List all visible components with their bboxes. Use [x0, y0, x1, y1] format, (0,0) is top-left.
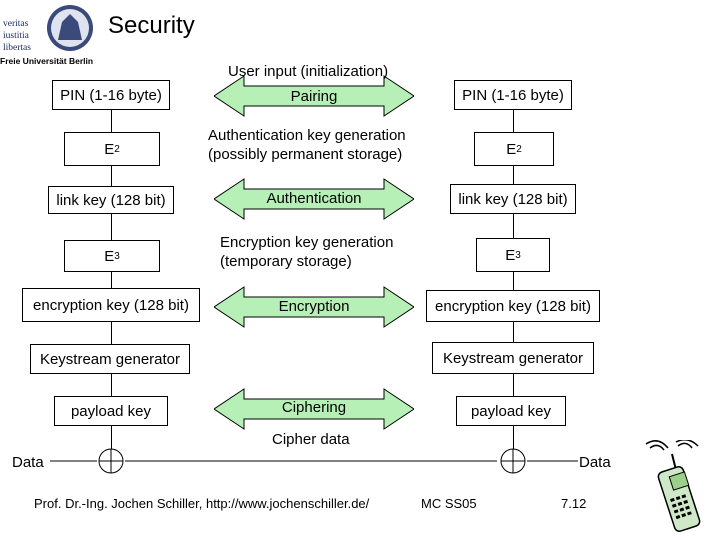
connector-right-2: [513, 166, 514, 184]
connector-right-1: [513, 110, 514, 132]
connector-right-5: [513, 322, 514, 342]
right-payload-key-box: payload key: [456, 396, 566, 426]
logo-motto-line-2: iustitia: [3, 31, 29, 41]
connector-left-3: [111, 214, 112, 240]
left-e3-subscript: 3: [114, 250, 120, 262]
right-e3-label: E: [505, 246, 516, 264]
logo-motto-line-3: libertas: [3, 43, 31, 53]
right-e3-subscript: 3: [515, 249, 521, 261]
slide-title: Security: [108, 12, 195, 39]
right-data-label: Data: [579, 454, 611, 471]
connector-left-4: [111, 272, 112, 292]
left-data-label: Data: [12, 454, 44, 471]
connector-left-1: [111, 110, 112, 132]
data-flow-lines: [50, 460, 578, 462]
left-e2-label: E: [104, 140, 115, 158]
logo-motto: veritas iustitia libertas: [3, 18, 31, 54]
authentication-label: Authentication: [266, 190, 362, 207]
left-pin-box: PIN (1-16 byte): [52, 80, 170, 110]
footer-author: Prof. Dr.-Ing. Jochen Schiller, http://w…: [34, 496, 370, 511]
left-payload-key-box: payload key: [54, 396, 168, 426]
encryption-arrow: [214, 286, 414, 328]
logo-university-name: Freie Universität Berlin: [0, 56, 94, 66]
university-logo: veritas iustitia libertas Freie Universi…: [0, 0, 94, 66]
enc-note-line-1: Encryption key generation: [220, 234, 394, 251]
connector-right-6: [513, 374, 514, 396]
cipher-data-label: Cipher data: [272, 431, 350, 448]
right-e2-subscript: 2: [516, 143, 522, 155]
footer-course: MC SS05: [421, 496, 477, 511]
left-e3-label: E: [104, 247, 115, 265]
auth-note-line-1: Authentication key generation: [208, 127, 406, 144]
right-pin-box: PIN (1-16 byte): [454, 80, 572, 110]
enc-note-line-2: (temporary storage): [220, 253, 352, 270]
pairing-arrow: [214, 75, 414, 117]
connector-right-7: [513, 426, 514, 450]
connector-right-4: [513, 272, 514, 290]
left-encryption-key-box: encryption key (128 bit): [22, 288, 200, 322]
left-keystream-box: Keystream generator: [30, 344, 190, 374]
connector-left-6: [111, 374, 112, 396]
right-link-key-box: link key (128 bit): [450, 184, 576, 214]
connector-left-5: [111, 322, 112, 344]
ciphering-arrow: [214, 388, 414, 430]
right-encryption-key-box: encryption key (128 bit): [426, 290, 600, 322]
logo-graphic: [0, 2, 93, 54]
left-e2-subscript: 2: [114, 143, 120, 155]
pairing-label: Pairing: [290, 88, 338, 105]
right-keystream-box: Keystream generator: [432, 342, 594, 374]
mobile-phone-icon: [645, 440, 701, 532]
connector-right-3: [513, 214, 514, 238]
logo-motto-line-1: veritas: [3, 19, 29, 29]
user-input-label: User input (initialization): [228, 63, 389, 80]
left-link-key-box: link key (128 bit): [48, 186, 174, 214]
connector-left-2: [111, 166, 112, 188]
footer-page-number: 7.12: [561, 496, 587, 511]
ciphering-label: Ciphering: [281, 399, 347, 416]
right-e2-label: E: [506, 140, 517, 158]
connector-left-7: [111, 426, 112, 450]
enc-key-generation-note: Encryption key generation (temporary sto…: [220, 233, 393, 271]
xor-right-icon: [500, 448, 526, 474]
auth-key-generation-note: Authentication key generation (possibly …: [208, 126, 406, 164]
auth-note-line-2: (possibly permanent storage): [208, 146, 403, 163]
authentication-arrow: [214, 178, 414, 220]
xor-left-icon: [98, 448, 124, 474]
encryption-label: Encryption: [278, 298, 350, 315]
